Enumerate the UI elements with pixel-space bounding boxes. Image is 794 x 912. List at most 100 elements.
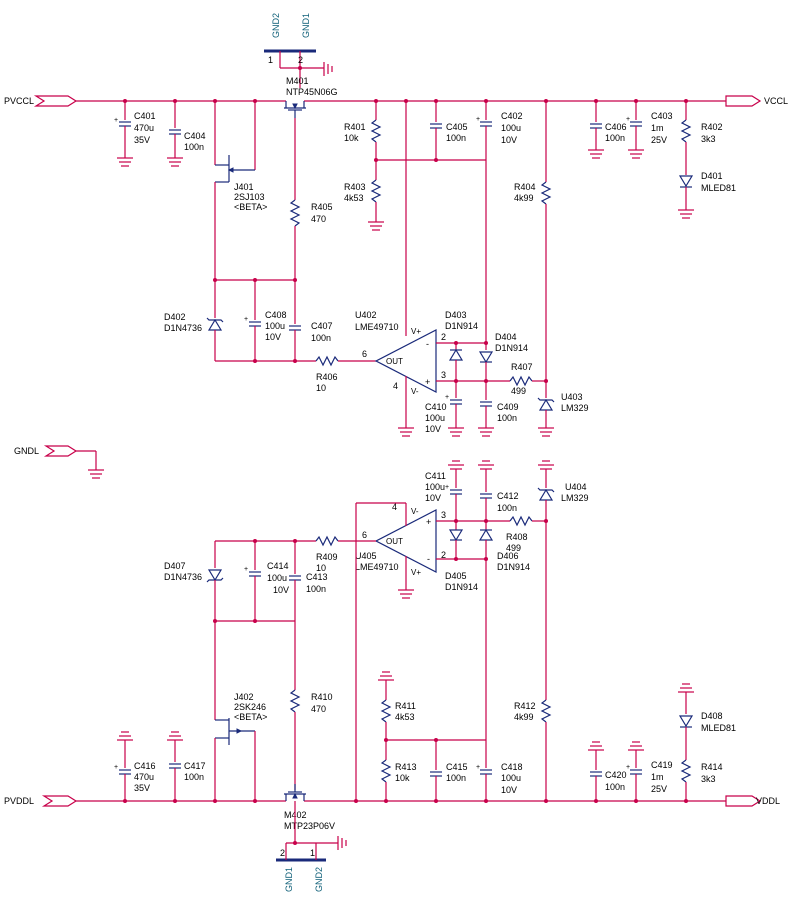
jfet-j401 [215, 155, 255, 183]
jfet-j402 [215, 718, 255, 745]
svg-text:+: + [244, 316, 248, 323]
c413-value: 100n [306, 584, 326, 594]
capacitor-c409 [480, 401, 492, 407]
resistor-r411 [380, 699, 392, 723]
resistor-r407 [509, 375, 533, 387]
ground-symbol [478, 460, 494, 470]
capacitor-c415 [430, 771, 442, 777]
port-vddl [725, 795, 762, 807]
svg-text:+: + [114, 764, 118, 771]
ground-symbol [398, 589, 414, 599]
port-vccl [725, 95, 762, 107]
r401-value: 10k [344, 133, 359, 143]
u402-out-pin: OUT [386, 357, 403, 366]
ground-symbol [117, 157, 133, 167]
ground-symbol [448, 427, 464, 437]
u402-vminus-pin: V- [411, 387, 419, 396]
net-gnd1-label-top: GND1 [301, 13, 311, 38]
d402-value: D1N4736 [164, 323, 202, 333]
capacitor-c417 [169, 763, 181, 769]
r413-ref: R413 [395, 762, 417, 772]
capacitor-c405 [430, 123, 442, 129]
u402-value: LME49710 [355, 322, 399, 332]
d408-value: MLED81 [701, 723, 736, 733]
svg-text:+: + [626, 116, 630, 123]
r401-ref: R401 [344, 122, 366, 132]
u404-value: LM329 [561, 493, 589, 503]
zener-u404 [537, 487, 555, 501]
capacitor-c416: + [114, 764, 131, 775]
r406-value: 10 [316, 383, 326, 393]
pin-1-label-b: 1 [310, 848, 315, 858]
resistor-r409 [315, 535, 339, 547]
r414-ref: R414 [701, 762, 723, 772]
r403-ref: R403 [344, 182, 366, 192]
ground-symbol [368, 221, 384, 231]
capacitor-c410: + [445, 394, 462, 405]
resistor-r403 [370, 179, 382, 203]
r411-value: 4k53 [395, 712, 415, 722]
r410-value: 470 [311, 704, 326, 714]
ground-symbol [448, 460, 464, 470]
j401-note: <BETA> [234, 202, 267, 212]
r409-value: 10 [316, 563, 326, 573]
r402-value: 3k3 [701, 134, 716, 144]
svg-text:+: + [476, 764, 480, 771]
u405-vminus-pin: V- [411, 507, 419, 516]
d403-value: D1N914 [445, 321, 478, 331]
c401-rating: 35V [134, 135, 150, 145]
c414-value: 100u [267, 573, 287, 583]
c419-value: 1m [651, 772, 664, 782]
d407-ref: D407 [164, 561, 186, 571]
d404-value: D1N914 [495, 343, 528, 353]
c413-ref: C413 [306, 572, 328, 582]
c420-value: 100n [605, 782, 625, 792]
capacitor-c404 [169, 129, 181, 135]
ground-symbol [398, 427, 414, 437]
c409-value: 100n [497, 413, 517, 423]
svg-text:+: + [445, 484, 449, 491]
d402-ref: D402 [164, 312, 186, 322]
c411-ref: C411 [425, 471, 446, 481]
ground-symbol [478, 427, 494, 437]
u405-pin3: 3 [441, 510, 446, 520]
r407-value: 499 [511, 386, 526, 396]
ground-symbol [588, 741, 604, 751]
pin-2-label: 2 [298, 55, 303, 65]
c402-ref: C402 [501, 111, 523, 121]
c414-rating: 10V [273, 585, 289, 595]
net-pvddl-label: PVDDL [4, 796, 34, 806]
zener-u403 [537, 397, 555, 411]
c408-ref: C408 [265, 310, 287, 320]
c402-rating: 10V [501, 135, 517, 145]
c418-ref: C418 [501, 762, 523, 772]
resistor-r406 [315, 355, 339, 367]
net-gnd2-label-bottom: GND2 [314, 867, 324, 892]
resistor-r404 [540, 181, 552, 205]
c416-ref: C416 [134, 761, 156, 771]
u405-plus-pin: + [426, 517, 431, 527]
c404-ref: C404 [184, 131, 206, 141]
diode-d404 [478, 351, 494, 364]
ground-symbol [678, 683, 694, 693]
svg-text:+: + [476, 116, 480, 123]
m401-ref: M401 [286, 76, 309, 86]
c412-value: 100n [497, 503, 517, 513]
r409-ref: R409 [316, 552, 338, 562]
c419-rating: 25V [651, 784, 667, 794]
net-gnd1-label-bottom: GND1 [284, 867, 294, 892]
capacitor-c414: + [244, 566, 261, 577]
d405-value: D1N914 [445, 582, 478, 592]
c419-ref: C419 [651, 760, 673, 770]
c408-rating: 10V [265, 332, 281, 342]
u405-minus-pin: - [427, 554, 430, 564]
u402-pin2: 2 [441, 332, 446, 342]
ground-symbol [538, 460, 554, 470]
diode-d405 [448, 529, 464, 542]
u402-pin3: 3 [441, 370, 446, 380]
c406-ref: C406 [605, 122, 627, 132]
led-d401 [678, 175, 694, 188]
net-vccl-label: VCCL [764, 96, 788, 106]
c407-ref: C407 [311, 321, 333, 331]
c417-ref: C417 [184, 761, 206, 771]
